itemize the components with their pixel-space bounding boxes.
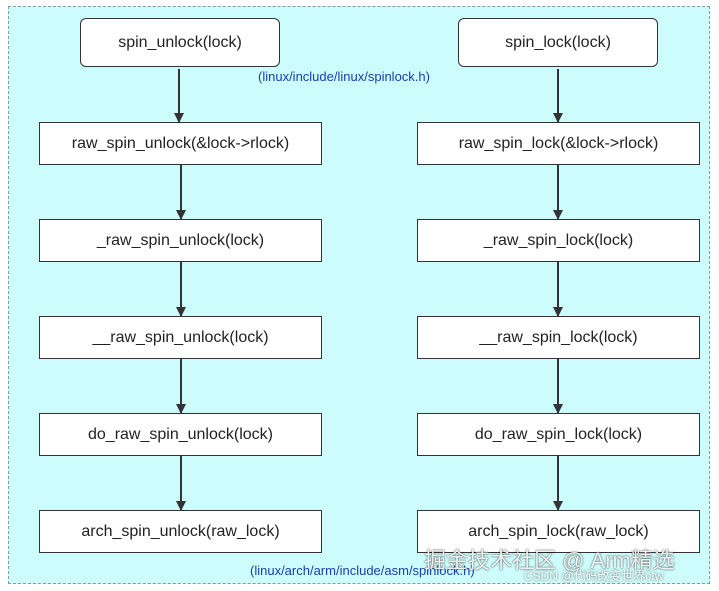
node-do-raw-spin-unlock: do_raw_spin_unlock(lock) (39, 413, 322, 456)
node-spin-lock: spin_lock(lock) (458, 18, 658, 67)
header-path-label: (linux/include/linux/spinlock.h) (258, 69, 430, 84)
watermark-sub: CSDN @代码改变世界ctw (524, 569, 664, 583)
node-_raw-spin-unlock: _raw_spin_unlock(lock) (39, 219, 322, 262)
node-__raw-spin-unlock: __raw_spin_unlock(lock) (39, 316, 322, 359)
node-raw-spin-lock: raw_spin_lock(&lock->rlock) (417, 122, 700, 165)
arch-path-label: (linux/arch/arm/include/asm/spinlock.h) (250, 563, 475, 578)
node-arch-spin-unlock: arch_spin_unlock(raw_lock) (39, 510, 322, 553)
node-_raw-spin-lock: _raw_spin_lock(lock) (417, 219, 700, 262)
watermark-main: 掘金技术社区 @ Arm精选 (424, 548, 675, 573)
node-spin-unlock: spin_unlock(lock) (80, 18, 280, 67)
diagram-frame (8, 6, 710, 584)
node-__raw-spin-lock: __raw_spin_lock(lock) (417, 316, 700, 359)
node-raw-spin-unlock: raw_spin_unlock(&lock->rlock) (39, 122, 322, 165)
node-arch-spin-lock: arch_spin_lock(raw_lock) (417, 510, 700, 553)
node-do-raw-spin-lock: do_raw_spin_lock(lock) (417, 413, 700, 456)
